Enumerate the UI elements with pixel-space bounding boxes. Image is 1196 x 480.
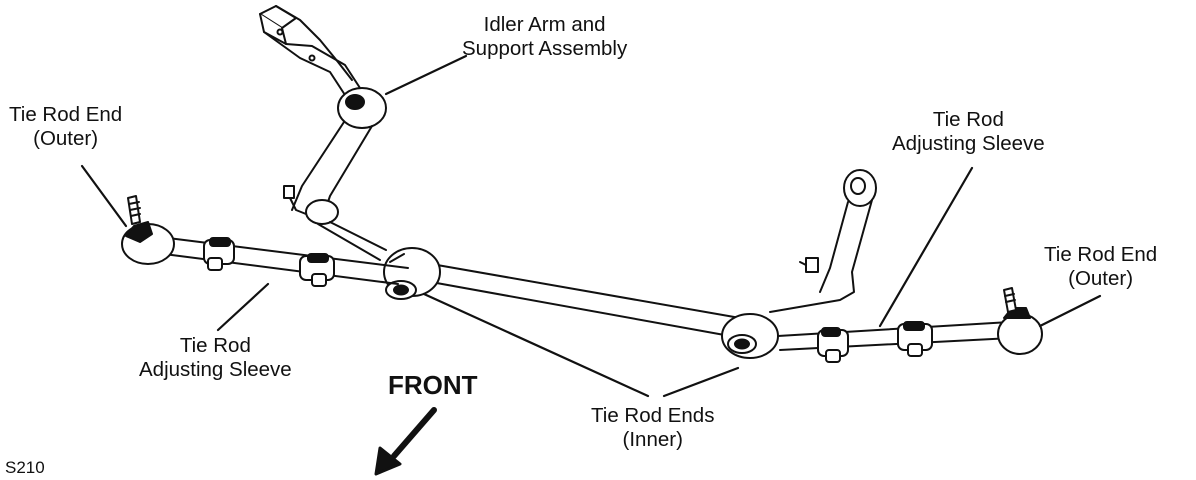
- center-link: [383, 247, 741, 337]
- label-tie-rod-end-outer-left: Tie Rod End (Outer): [9, 103, 123, 150]
- leader-inner-left: [422, 292, 650, 398]
- front-arrow: [374, 407, 437, 476]
- leader-inner-right: [662, 366, 740, 398]
- leader-sleeve-right: [878, 166, 974, 328]
- inner-tie-rod-end-right: [721, 313, 779, 359]
- leader-idler-arm: [384, 54, 468, 96]
- label-tie-rod-ends-inner: Tie Rod Ends (Inner): [591, 404, 715, 451]
- idler-arm: [283, 87, 387, 261]
- leader-lines: [80, 54, 1102, 398]
- front-label: FRONT: [388, 370, 478, 400]
- right-tie-rod: [777, 287, 1043, 363]
- idler-arm-bracket: [259, 5, 361, 96]
- label-adjusting-sleeve-right: Tie Rod Adjusting Sleeve: [892, 108, 1045, 155]
- label-idler-arm: Idler Arm and Support Assembly: [462, 13, 628, 60]
- label-adjusting-sleeve-left: Tie Rod Adjusting Sleeve: [139, 334, 292, 381]
- leader-sleeve-left: [216, 282, 270, 332]
- left-tie-rod: [121, 195, 409, 287]
- leader-outer-left: [80, 164, 128, 228]
- pitman-arm: [769, 169, 877, 313]
- leader-outer-right: [1038, 294, 1102, 328]
- label-tie-rod-end-outer-right: Tie Rod End (Outer): [1044, 243, 1158, 290]
- figure-id: S210: [5, 458, 45, 477]
